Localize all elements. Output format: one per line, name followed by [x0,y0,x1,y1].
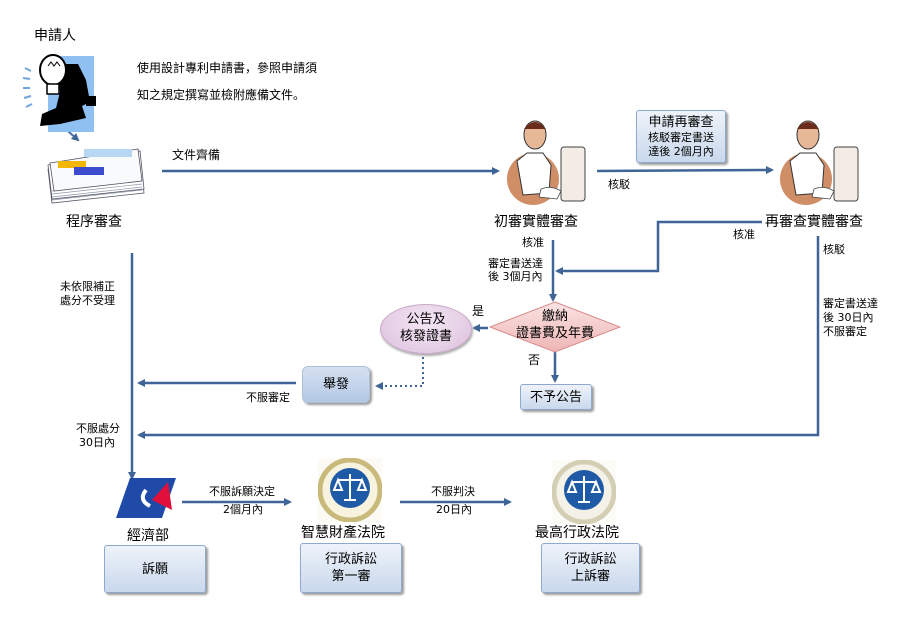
supreme-court-seal-icon [551,459,617,525]
applicant-idea-icon [20,44,112,134]
arrow-reject-to-reexam [596,166,774,175]
fee-decision-line-1: 繳納 [541,309,568,324]
edge-label-second-reject-notice-3: 不服審定 [823,325,867,338]
publish-line-2: 核發證書 [399,329,452,344]
admin-litigation-first-instance-box: 行政訴訟 第一審 [300,543,402,593]
applicant-label: 申請人 [34,28,76,44]
instruction-line-1: 使用設計專利申請書，參照申請須 [137,61,318,75]
ip-court-label: 智慧財產法院 [301,525,385,541]
request-reexam-title: 申請再審查 [648,115,714,130]
petition-label: 訴願 [141,561,168,577]
arrow-reexam-approve [555,220,762,275]
request-reexam-box: 申請再審查 核駁審定書送 達後 2個月內 [636,110,726,163]
edge-label-not-accepted-1: 未依限補正 [60,280,115,293]
edge-label-yes: 是 [472,304,485,318]
edge-label-appeal-2: 2個月內 [223,503,263,516]
documents-stack-icon [44,145,148,205]
edge-label-disagree-disposition-1: 不服處分 [76,422,120,435]
examiner-icon [778,117,862,209]
ip-court-seal-icon [317,457,383,523]
first-instance-line-2: 第一審 [331,569,371,584]
appeal-instance-line-1: 行政訴訟 [564,552,617,567]
publish-line-1: 公告及 [406,312,446,327]
edge-label-no: 否 [528,353,541,367]
arrow-reexam-reject [137,236,820,439]
edge-label-disagree-decision: 不服審定 [246,391,290,404]
arrow-publish-to-invalidation [375,352,424,390]
fee-decision-diamond: 繳納 證書費及年費 [488,301,622,353]
moea-label: 經濟部 [127,528,169,544]
appeal-instance-line-2: 上訴審 [570,569,610,584]
instruction-line-2: 知之規定撰寫並檢附應備文件。 [137,88,306,102]
documents-label: 程序審查 [66,214,122,230]
first-instance-line-1: 行政訴訟 [324,552,377,567]
edge-label-reject-2: 核駁 [823,243,845,256]
supreme-court-label: 最高行政法院 [535,525,619,541]
edge-label-disagree-disposition-2: 30日內 [79,436,115,449]
request-reexam-line-1: 核駁審定書送 [648,131,714,144]
second-exam-label: 再審查實體審查 [765,214,863,230]
edge-label-judgment-2: 20日內 [436,503,472,516]
examiner-icon [505,117,589,209]
invalidation-label: 舉發 [322,377,349,392]
petition-box: 訴願 [104,545,206,593]
edge-label-second-reject-notice-2: 後 30日內 [823,311,874,324]
edge-label-deadline-3m-2: 後 3個月內 [488,270,543,283]
admin-litigation-appeal-box: 行政訴訟 上訴審 [541,543,640,593]
first-exam-label: 初審實體審查 [494,214,578,230]
fee-decision-line-2: 證書費及年費 [515,326,594,341]
edge-label-approve-1: 核准 [522,236,544,249]
no-publish-label: 不予公告 [529,389,582,405]
edge-label-deadline-3m-1: 審定書送達 [488,257,543,270]
edge-label-appeal-1: 不服訴願決定 [209,485,275,498]
edge-label-judgment-1: 不服判決 [431,485,475,498]
edge-label-reject-1: 核駁 [608,178,630,191]
request-reexam-line-2: 達後 2個月內 [648,145,714,158]
no-publish-box: 不予公告 [520,384,592,410]
edge-label-approve-2: 核准 [733,228,755,241]
edge-label-not-accepted-2: 處分不受理 [60,294,115,307]
invalidation-box: 舉發 [302,366,370,403]
edge-label-docs-ready: 文件齊備 [172,148,221,162]
publish-certificate-node: 公告及 核發證書 [380,304,472,354]
moea-logo-icon [116,478,176,518]
edge-label-second-reject-notice-1: 審定書送達 [823,297,878,310]
